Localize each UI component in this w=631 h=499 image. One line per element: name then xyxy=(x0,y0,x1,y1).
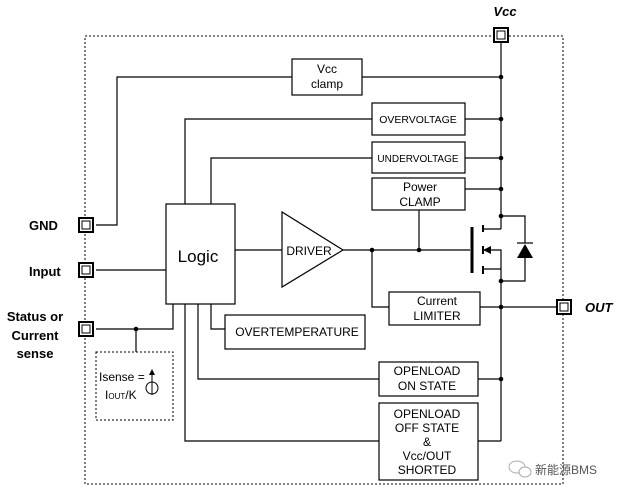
openload-off-label-1: OPENLOAD xyxy=(394,407,461,421)
logic-to-openload-off xyxy=(184,304,379,442)
current-limiter-label-1: Current xyxy=(417,294,458,308)
overvoltage-to-logic xyxy=(184,118,372,204)
overtemperature-label: OVERTEMPERATURE xyxy=(235,325,359,339)
current-limiter-label-2: LIMITER xyxy=(413,309,461,323)
power-clamp-label-2: CLAMP xyxy=(399,195,440,209)
vcc-pin-label: Vcc xyxy=(493,4,517,19)
out-pin-inner xyxy=(559,302,569,312)
current-sense-box xyxy=(95,351,174,421)
openload-off-label-4: Vcc/OUT xyxy=(403,449,452,463)
input-pin xyxy=(78,262,94,278)
gnd-pin xyxy=(78,217,94,233)
wechat-icon xyxy=(508,460,532,478)
driver-label: DRIVER xyxy=(286,244,332,258)
vcc-clamp-label-1: Vcc xyxy=(317,62,337,76)
out-pin-label: OUT xyxy=(585,300,614,315)
logic-to-openload-on xyxy=(197,304,379,380)
junctions xyxy=(133,74,504,382)
watermark-text: 新能源BMS xyxy=(535,462,597,477)
status-pin-label-2: Current xyxy=(12,328,60,343)
logic-block xyxy=(165,203,236,305)
current-limiter-block xyxy=(388,291,481,326)
out-pin xyxy=(556,299,572,315)
openload-off-label-3: & xyxy=(423,435,431,449)
device-outline xyxy=(84,35,564,485)
vcc-clamp-block xyxy=(291,58,363,96)
openload-off-label-5: SHORTED xyxy=(398,463,457,477)
logic-to-overtemp xyxy=(210,304,225,330)
status-pin-label-1: Status or xyxy=(7,309,63,324)
status-to-logic xyxy=(96,304,174,330)
current-source-icon xyxy=(145,369,159,395)
undervoltage-to-logic xyxy=(210,157,372,204)
power-clamp-block xyxy=(371,177,466,211)
status-pin-inner xyxy=(81,324,91,334)
openload-on-block xyxy=(378,361,479,397)
undervoltage-block xyxy=(371,141,466,174)
overvoltage-label: OVERVOLTAGE xyxy=(379,114,457,126)
diode-bottom-wire xyxy=(501,258,526,282)
diode-symbol xyxy=(517,244,533,258)
status-pin-label-3: sense xyxy=(17,346,54,361)
driver-block xyxy=(281,210,345,289)
isense-label: Isense = xyxy=(99,370,145,384)
logic-label: Logic xyxy=(178,247,219,266)
openload-off-label-2: OFF STATE xyxy=(395,421,459,435)
gnd-to-vcc-clamp xyxy=(96,76,292,226)
vcc-clamp-label-2: clamp xyxy=(311,77,343,91)
mosfet-body xyxy=(483,249,502,269)
status-pin xyxy=(78,321,94,337)
openload-off-block xyxy=(378,402,479,481)
mosfet-arrow xyxy=(483,246,491,254)
undervoltage-label: UNDERVOLTAGE xyxy=(377,154,458,165)
vcc-pin xyxy=(493,27,509,43)
gnd-pin-inner xyxy=(81,220,91,230)
vcc-pin-inner xyxy=(496,30,506,40)
power-clamp-label-1: Power xyxy=(403,180,437,194)
openload-on-label-2: ON STATE xyxy=(398,379,456,393)
input-pin-inner xyxy=(81,265,91,275)
limiter-to-gate xyxy=(371,250,389,308)
openload-on-label-1: OPENLOAD xyxy=(394,364,461,378)
gnd-pin-label: GND xyxy=(29,218,58,233)
overtemperature-block xyxy=(224,314,366,350)
isense-formula: IOUT/K xyxy=(105,388,137,402)
input-pin-label: Input xyxy=(29,264,61,279)
overvoltage-block xyxy=(371,102,466,136)
diode-top-wire xyxy=(501,215,526,243)
